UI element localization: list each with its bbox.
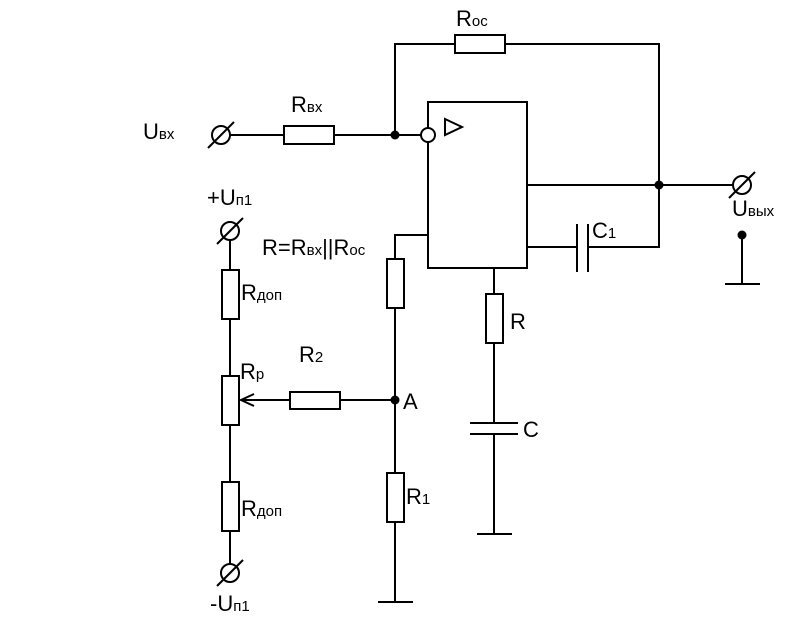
triangle-icon — [444, 117, 465, 137]
resistor-r-dop-bottom — [221, 481, 240, 532]
label-r-dop-bottom: Rдоп — [241, 496, 282, 521]
resistor-r-oc — [454, 34, 506, 54]
terminal-u-vx-slash — [207, 121, 235, 149]
label-u-vx: Uвх — [143, 119, 175, 144]
resistor-r-eq — [386, 258, 405, 309]
label-r-vx: Rвх — [291, 92, 323, 117]
label-r-oc: Rос — [456, 6, 488, 31]
opamp-body — [427, 101, 528, 269]
label-r-dop-top: Rдоп — [241, 280, 282, 305]
label-r: R — [510, 309, 526, 334]
wiper-arrow-icon — [238, 393, 255, 407]
resistor-r — [485, 293, 504, 344]
terminal-u-vyx-slash — [728, 171, 756, 199]
terminal-plus-up1-slash — [216, 217, 244, 245]
resistor-r-vx — [283, 125, 335, 145]
label-r-eq: R=Rвх||Rос — [262, 235, 366, 260]
resistor-r-p — [221, 375, 240, 426]
wire-feedback-left — [394, 43, 455, 135]
label-r-p: Rр — [240, 359, 264, 384]
wire-noninv — [394, 234, 428, 259]
wire-feedback-right — [505, 43, 660, 185]
label-c1: C1 — [592, 218, 616, 243]
inverting-input-circle — [420, 127, 436, 143]
label-plus-up1: +Uп1 — [207, 185, 252, 210]
wire-c1-right — [588, 185, 660, 248]
label-minus-up1: -Uп1 — [210, 591, 250, 616]
resistor-r-dop-top — [221, 269, 240, 320]
resistor-r1 — [386, 472, 405, 523]
label-node-a: A — [403, 389, 418, 414]
resistor-r2 — [289, 391, 341, 410]
label-r2: R2 — [299, 342, 323, 367]
label-r1: R1 — [406, 484, 430, 509]
label-u-vyx: Uвых — [732, 196, 775, 221]
label-c: C — [523, 417, 539, 442]
terminal-minus-up1-slash — [216, 559, 244, 587]
